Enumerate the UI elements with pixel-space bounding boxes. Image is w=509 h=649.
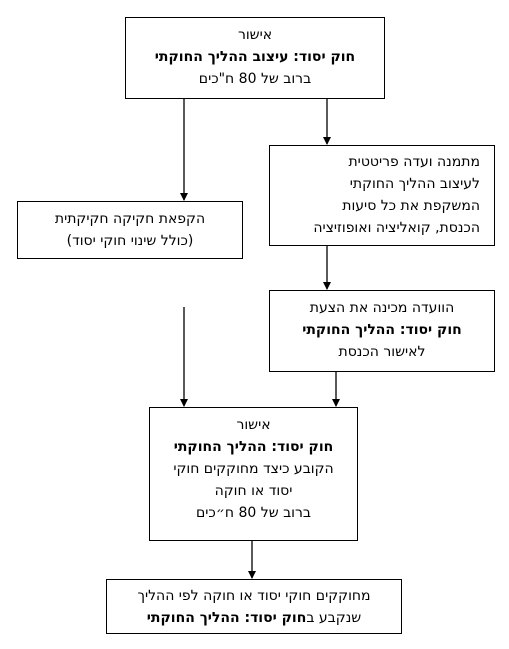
approval-procedure-box: אישור חוק יסוד: ההליך החוקתי הקובע כיצד … xyxy=(149,407,358,541)
approval-design-majority: ברוב של 80 ח"כים xyxy=(198,71,312,87)
approval-procedure-line4: יסוד או חוקה xyxy=(214,483,293,499)
committee-line2: לעיצוב ההליך החוקתי xyxy=(349,176,480,192)
proposal-box: הוועדה מכינה את הצעת חוק יסוד: ההליך החו… xyxy=(269,290,495,372)
freeze-line1: הקפאת חקיקה חקיקתית xyxy=(54,211,206,227)
approval-procedure-majority: ברוב של 80 ח״כים xyxy=(196,505,311,521)
legislate-box: מחוקקים חוקי יסוד או חוקה לפי ההליך שנקב… xyxy=(106,579,402,634)
approval-design-box: אישור חוק יסוד: עיצוב ההליך החוקתי ברוב … xyxy=(125,17,385,99)
approval-design-law-name: חוק יסוד: עיצוב ההליך החוקתי xyxy=(154,49,356,65)
legislate-law-name: חוק יסוד: ההליך החוקתי xyxy=(146,610,307,626)
legislation-freeze-box: הקפאת חקיקה חקיקתית (כולל שינוי חוקי יסו… xyxy=(17,201,243,259)
proposal-line3: לאישור הכנסת xyxy=(338,344,426,360)
approval-design-title: אישור xyxy=(237,27,273,43)
proposal-line1: הוועדה מכינה את הצעת xyxy=(309,300,455,316)
proposal-law-name: חוק יסוד: ההליך החוקתי xyxy=(302,322,462,338)
freeze-line2: (כולל שינוי חוקי יסוד) xyxy=(66,233,194,249)
approval-procedure-title: אישור xyxy=(236,417,271,433)
committee-line3: המשקפת את כל סיעות xyxy=(342,198,480,214)
committee-line1: מתמנה ועדה פריטטית xyxy=(348,154,480,170)
approval-procedure-law-name: חוק יסוד: ההליך החוקתי xyxy=(173,439,334,455)
committee-box: מתמנה ועדה פריטטית לעיצוב ההליך החוקתי ה… xyxy=(269,145,495,246)
committee-line4: הכנסת, קואליציה ואופוזיציה xyxy=(313,220,480,236)
legislate-line1: מחוקקים חוקי יסוד או חוקה לפי ההליך xyxy=(137,588,371,604)
approval-procedure-line3: הקובע כיצד מחוקקים חוקי xyxy=(173,461,334,477)
legislate-line2-prefix: שנקבע ב xyxy=(306,610,362,626)
